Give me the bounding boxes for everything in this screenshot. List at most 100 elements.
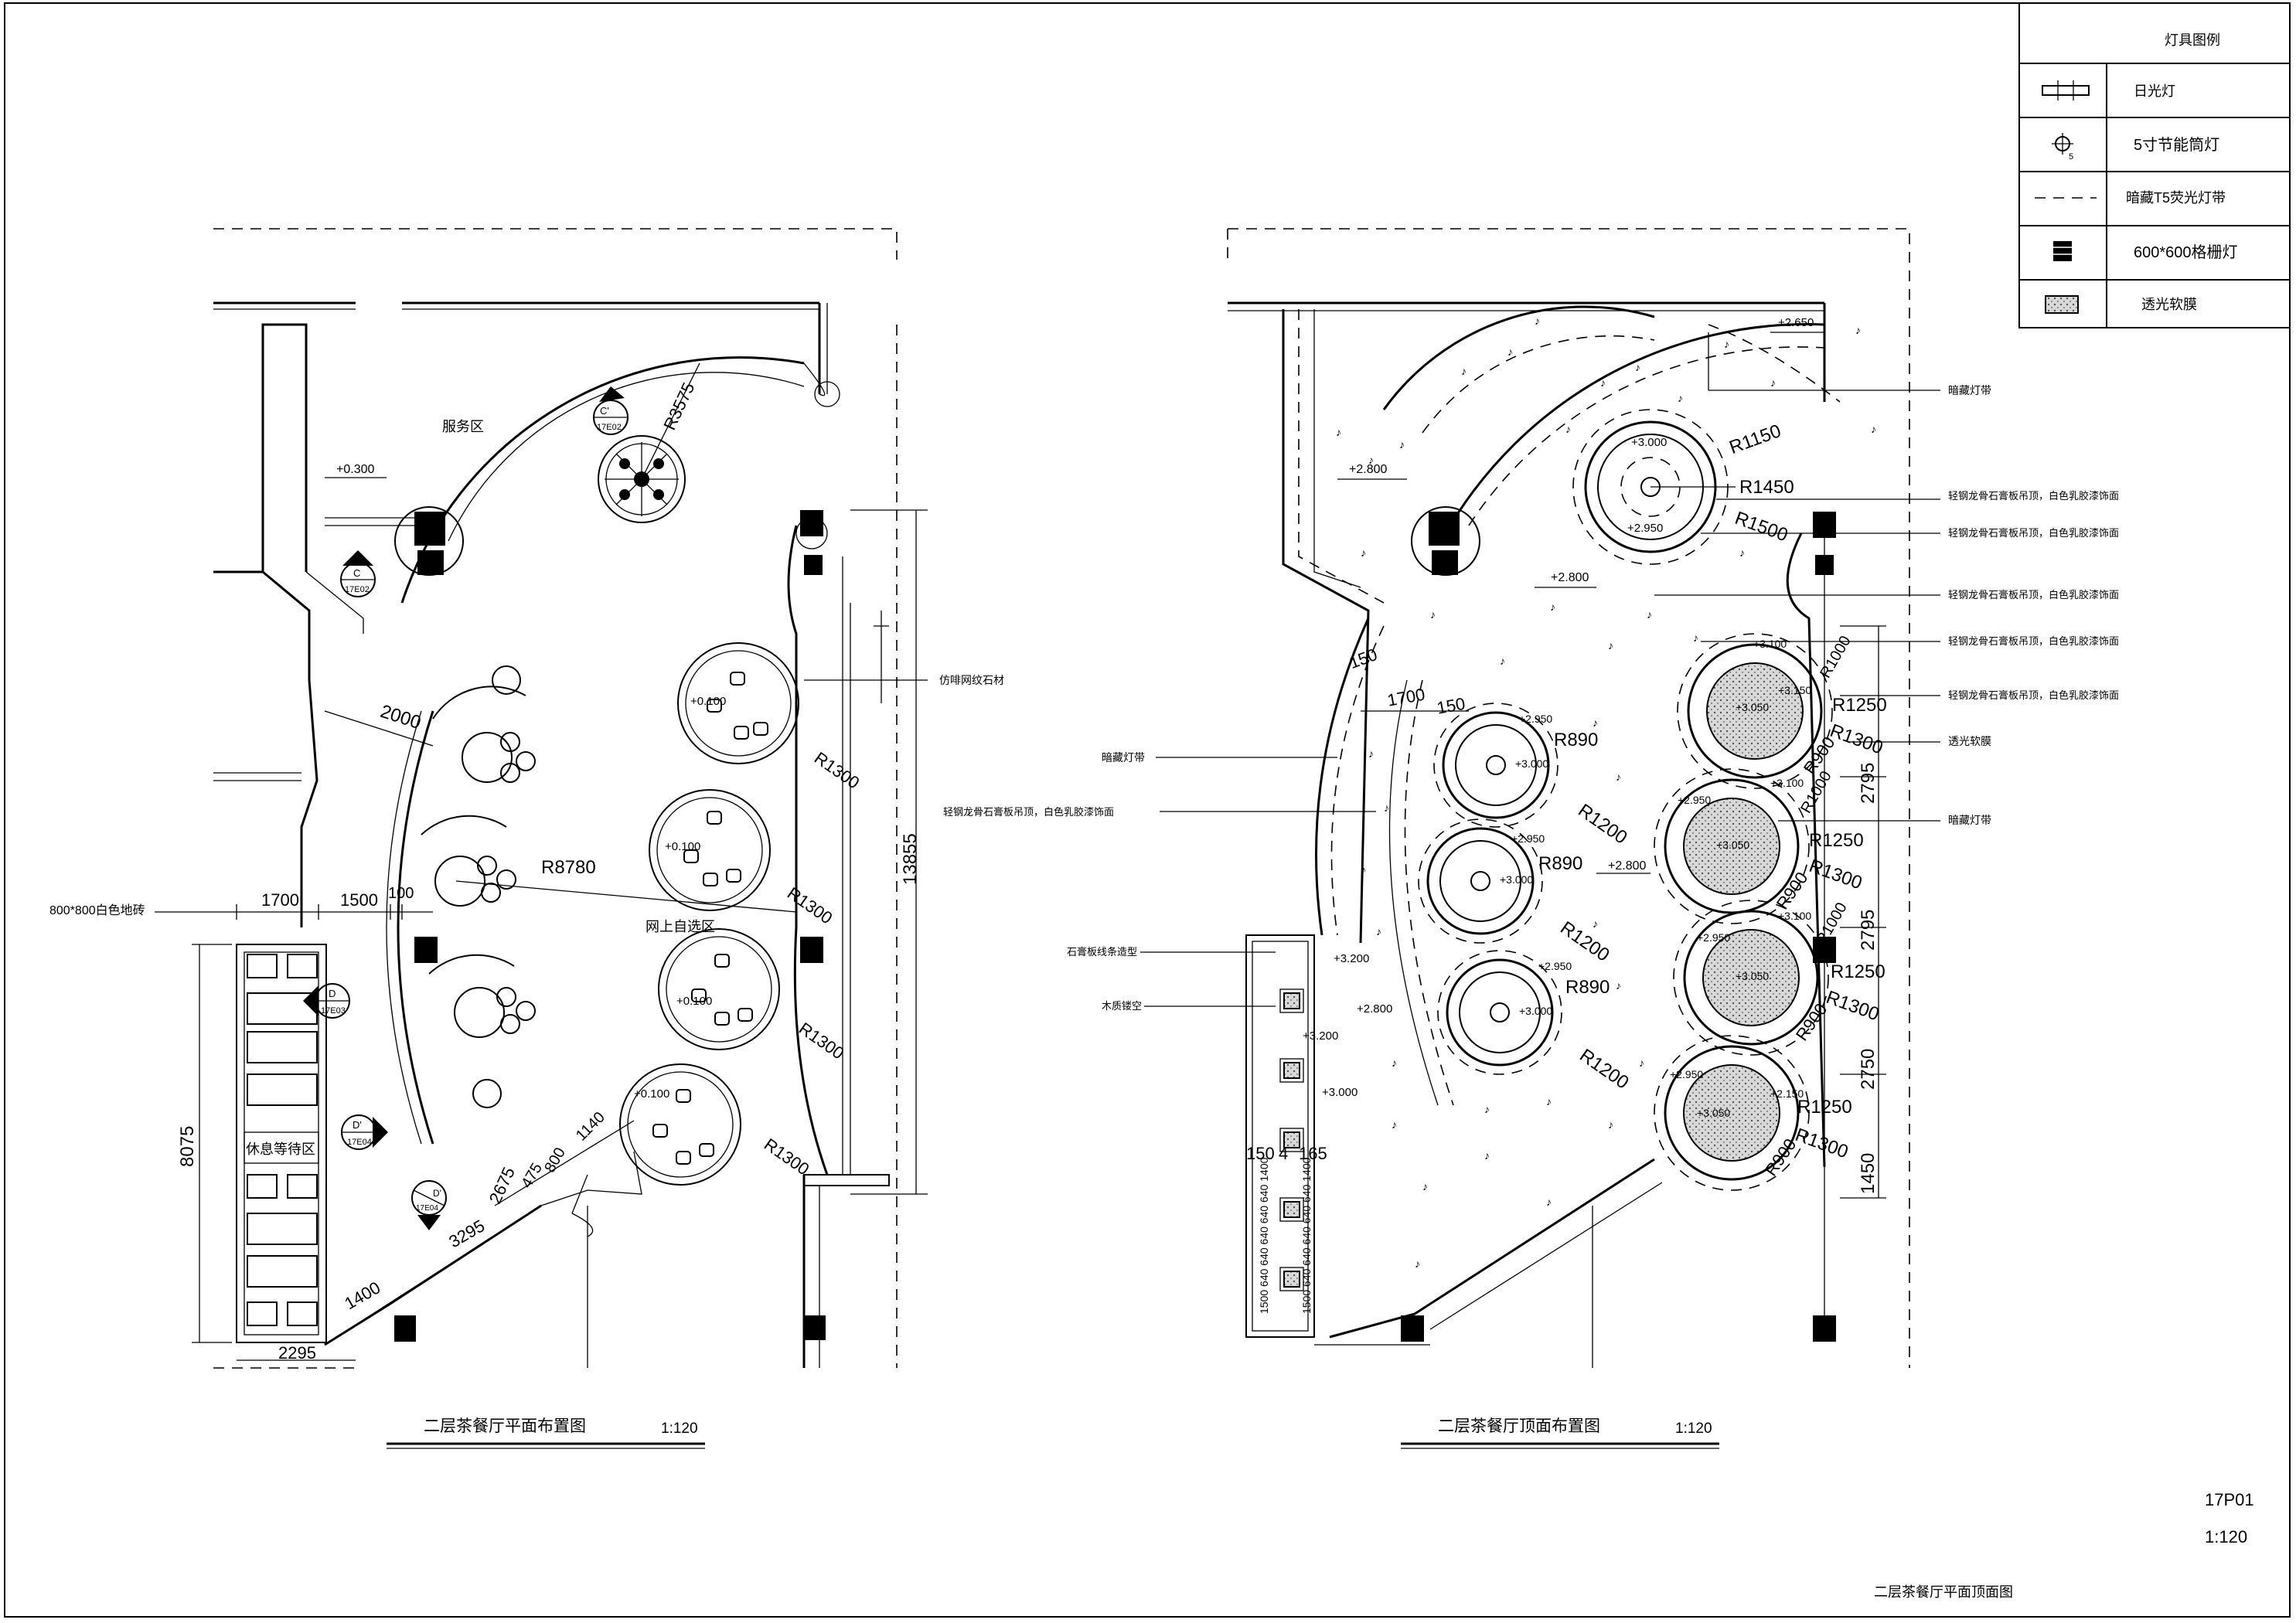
svg-text:♪: ♪ <box>1361 546 1366 559</box>
svg-text:17E03: 17E03 <box>321 1006 346 1016</box>
ceiling-plan-scale: 1:120 <box>1675 1421 1712 1437</box>
svg-text:木质镂空: 木质镂空 <box>1102 1000 1142 1012</box>
dim-475: 475 <box>518 1160 546 1191</box>
svg-text:♪: ♪ <box>1376 925 1381 937</box>
svg-text:♪: ♪ <box>1368 454 1374 466</box>
floor-tile-note: 800*800白色地砖 <box>49 903 145 917</box>
downlight-sub: 5 <box>2069 152 2073 162</box>
svg-text:♪: ♪ <box>1608 639 1613 652</box>
ceiling-ring-small-1: +2.950 +3.000 R890 R1200 <box>1433 703 1631 849</box>
column <box>1813 937 1836 963</box>
svg-text:♪: ♪ <box>1430 608 1436 621</box>
svg-text:+0.100: +0.100 <box>634 1087 669 1101</box>
svg-text:+3.000: +3.000 <box>1322 1086 1358 1099</box>
legend-label-t5: 暗藏T5荧光灯带 <box>2126 190 2226 206</box>
svg-text:+3.100: +3.100 <box>1753 638 1787 650</box>
svg-text:轻钢龙骨石膏板吊顶，白色乳胶漆饰面: 轻钢龙骨石膏板吊顶，白色乳胶漆饰面 <box>1948 527 2119 539</box>
svg-text:♪: ♪ <box>1608 1118 1613 1131</box>
booth-table <box>432 665 536 783</box>
svg-text:R1300: R1300 <box>784 883 836 928</box>
level-0300: +0.300 <box>336 463 374 476</box>
floor-plan-scale: 1:120 <box>661 1421 698 1437</box>
svg-text:R1300: R1300 <box>795 1019 847 1063</box>
svg-text:透光软膜: 透光软膜 <box>1948 735 1991 747</box>
svg-text:♪: ♪ <box>1593 917 1598 930</box>
svg-text:1500 640 640 640 640 640 1400: 1500 640 640 640 640 640 1400 <box>1258 1157 1270 1314</box>
grille-light-icon <box>2053 241 2072 261</box>
column <box>1813 1315 1836 1342</box>
translucent-film-icon <box>2045 295 2079 314</box>
svg-text:R1300: R1300 <box>811 748 863 793</box>
rest-area-label: 休息等待区 <box>246 1142 315 1157</box>
dim-100: 100 <box>388 885 414 902</box>
svg-text:♪: ♪ <box>1770 376 1776 389</box>
sheet-title: 二层茶餐厅平面顶面图 <box>1874 1584 2013 1600</box>
svg-text:R1300: R1300 <box>1828 720 1886 759</box>
svg-text:+2.950: +2.950 <box>1670 1068 1703 1080</box>
svg-text:+3.000: +3.000 <box>1515 757 1548 770</box>
svg-text:R1300: R1300 <box>1793 1125 1851 1163</box>
ceiling-ring-small-3: +2.950 +3.000 R890 R1200 <box>1437 950 1633 1094</box>
svg-text:♪: ♪ <box>1871 423 1876 435</box>
sheet-scale: 1:120 <box>2205 1527 2247 1546</box>
downlight-icon: 5 <box>2052 133 2073 162</box>
column <box>394 1315 416 1342</box>
dim-1500: 1500 <box>340 890 378 910</box>
svg-text:+0.100: +0.100 <box>676 995 712 1008</box>
svg-text:♪: ♪ <box>1415 1257 1420 1270</box>
svg-text:R1250: R1250 <box>1831 961 1886 982</box>
round-table-4: +0.100 R1300 <box>619 1063 812 1186</box>
svg-text:17E04: 17E04 <box>416 1204 438 1213</box>
downlight-markers: ♪♪♪♪ ♪♪♪♪ ♪♪♪♪ ♪♪♪♪ ♪♪♪♪ ♪♪♪♪ ♪♪♪♪ ♪♪♪♪ … <box>1336 315 1876 1270</box>
svg-text:2795: 2795 <box>1858 910 1879 951</box>
svg-text:165: 165 <box>1299 1144 1327 1163</box>
svg-text:轻钢龙骨石膏板吊顶，白色乳胶漆饰面: 轻钢龙骨石膏板吊顶，白色乳胶漆饰面 <box>1948 589 2119 601</box>
svg-text:♪: ♪ <box>1616 979 1621 992</box>
svg-text:+0.100: +0.100 <box>665 840 700 853</box>
elevation-marker-d-prime: D' 17E04 <box>341 1114 388 1150</box>
svg-text:+3.000: +3.000 <box>1500 873 1533 886</box>
svg-text:♪: ♪ <box>1546 1196 1552 1208</box>
svg-text:+2.950: +2.950 <box>1697 931 1730 944</box>
svg-text:♪: ♪ <box>1647 608 1652 621</box>
star-table <box>598 435 686 523</box>
sheet-border <box>4 2 2291 1618</box>
svg-text:R1250: R1250 <box>1809 830 1864 851</box>
svg-text:R1200: R1200 <box>1556 917 1613 966</box>
ceiling-ring-big-3: +2.950 +3.100 +3.050 R1250 R1300 R900 R1… <box>1673 900 1886 1056</box>
ceiling-ring-top: +3.000 +2.950 R1150 R1450 R1500 <box>1572 409 1794 565</box>
svg-text:♪: ♪ <box>1724 338 1729 350</box>
svg-text:+3.050: +3.050 <box>1736 701 1769 713</box>
svg-text:♪: ♪ <box>1855 324 1861 336</box>
svg-text:暗藏灯带: 暗藏灯带 <box>1948 384 1991 396</box>
svg-text:R1200: R1200 <box>1574 800 1630 849</box>
svg-text:♪: ♪ <box>1600 376 1606 389</box>
svg-text:♪: ♪ <box>1484 1149 1490 1162</box>
svg-text:R890: R890 <box>1565 977 1610 998</box>
svg-text:R1200: R1200 <box>1576 1045 1632 1094</box>
svg-text:R1000: R1000 <box>1817 633 1855 681</box>
svg-text:R890: R890 <box>1554 730 1598 750</box>
svg-text:C': C' <box>600 405 609 417</box>
legend-label-fluorescent: 日光灯 <box>2134 83 2175 99</box>
service-area-label: 服务区 <box>442 419 484 434</box>
legend-title: 灯具图例 <box>2165 32 2220 48</box>
ceiling-plan: 150 1700 150 +2.650 +2.800 +2.800 +3.000… <box>943 228 2119 1449</box>
svg-text:+3.050: +3.050 <box>1736 970 1769 982</box>
svg-text:R890: R890 <box>1538 853 1582 874</box>
floor-plan-title: 二层茶餐厅平面布置图 <box>424 1417 586 1435</box>
svg-text:+2.800: +2.800 <box>1357 1002 1392 1016</box>
elevation-marker-d-prime-2: D' 17E04 <box>411 1180 447 1230</box>
svg-text:17E02: 17E02 <box>345 585 370 594</box>
svg-text:R1000: R1000 <box>1797 768 1835 816</box>
svg-text:♪: ♪ <box>1593 716 1598 729</box>
svg-text:+2.800: +2.800 <box>1608 859 1646 873</box>
svg-text:+2.950: +2.950 <box>1678 794 1711 806</box>
dim-2675: 2675 <box>485 1164 519 1206</box>
svg-text:暗藏灯带: 暗藏灯带 <box>1102 751 1145 764</box>
svg-text:+2.950: +2.950 <box>1519 713 1552 725</box>
column <box>804 555 823 575</box>
svg-text:♪: ♪ <box>1546 1095 1552 1108</box>
legend-label-film: 透光软膜 <box>2141 297 2197 312</box>
svg-text:♪: ♪ <box>1484 1103 1490 1115</box>
